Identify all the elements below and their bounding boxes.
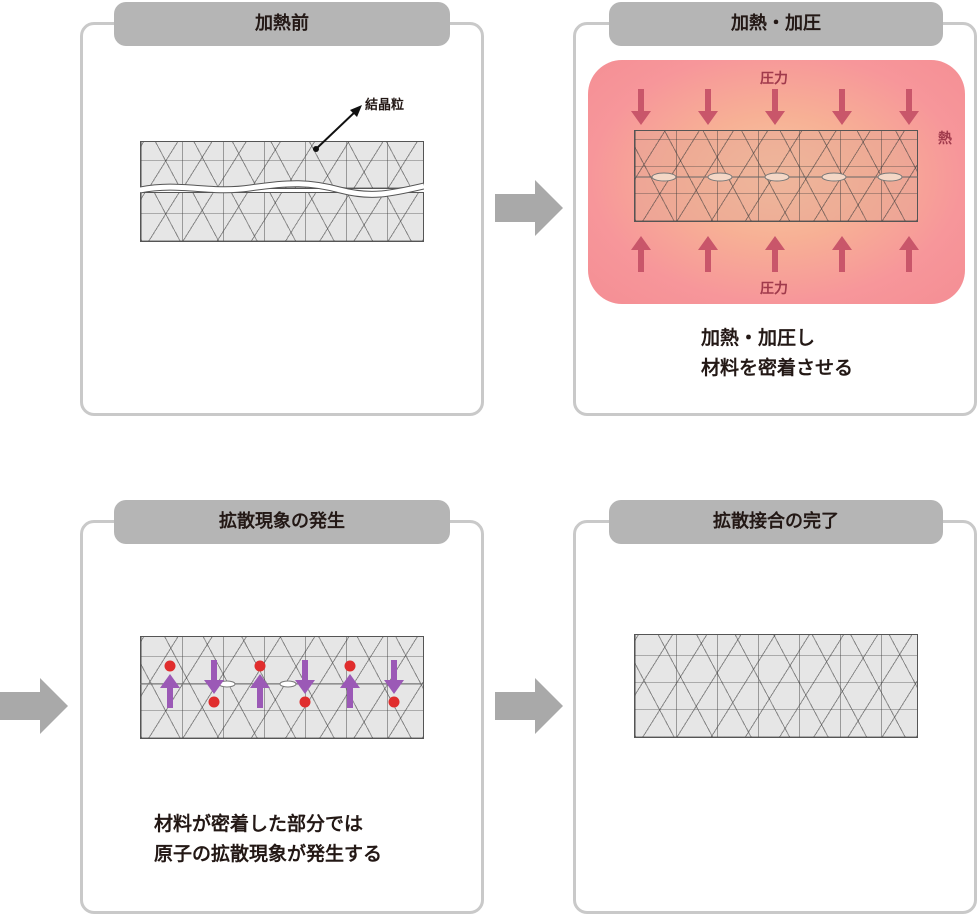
pressure-label-bottom: 圧力 — [760, 278, 788, 298]
flow-arrow-2 — [0, 678, 70, 734]
pressure-arrows-up — [625, 236, 925, 274]
gap-interface — [140, 180, 424, 200]
grain-label: 結晶粒 — [365, 94, 404, 113]
caption-diffusion-line1: 材料が密着した部分では — [154, 809, 382, 839]
voids — [634, 170, 918, 184]
pressure-arrows-down — [625, 89, 925, 127]
grain-block-bonded — [634, 634, 918, 738]
panel-title-before-heating: 加熱前 — [114, 2, 450, 46]
diffusion-markers — [140, 636, 424, 739]
caption-heat-pressure: 加熱・加圧し 材料を密着させる — [701, 323, 853, 383]
flow-arrow-1 — [495, 180, 565, 236]
flow-arrow-3 — [495, 678, 565, 734]
panel-title-heat-pressure: 加熱・加圧 — [609, 2, 943, 46]
panel-title-bonding-complete: 拡散接合の完了 — [609, 500, 943, 544]
caption-heat-pressure-line1: 加熱・加圧し — [701, 323, 853, 353]
caption-diffusion-line2: 原子の拡散現象が発生する — [154, 839, 382, 869]
pressure-label-top: 圧力 — [760, 68, 788, 88]
heat-label: 熱 — [938, 128, 952, 148]
grain-pointer-arrow — [310, 95, 370, 155]
caption-heat-pressure-line2: 材料を密着させる — [701, 353, 853, 383]
panel-title-diffusion: 拡散現象の発生 — [114, 500, 450, 544]
caption-diffusion: 材料が密着した部分では 原子の拡散現象が発生する — [154, 809, 382, 869]
